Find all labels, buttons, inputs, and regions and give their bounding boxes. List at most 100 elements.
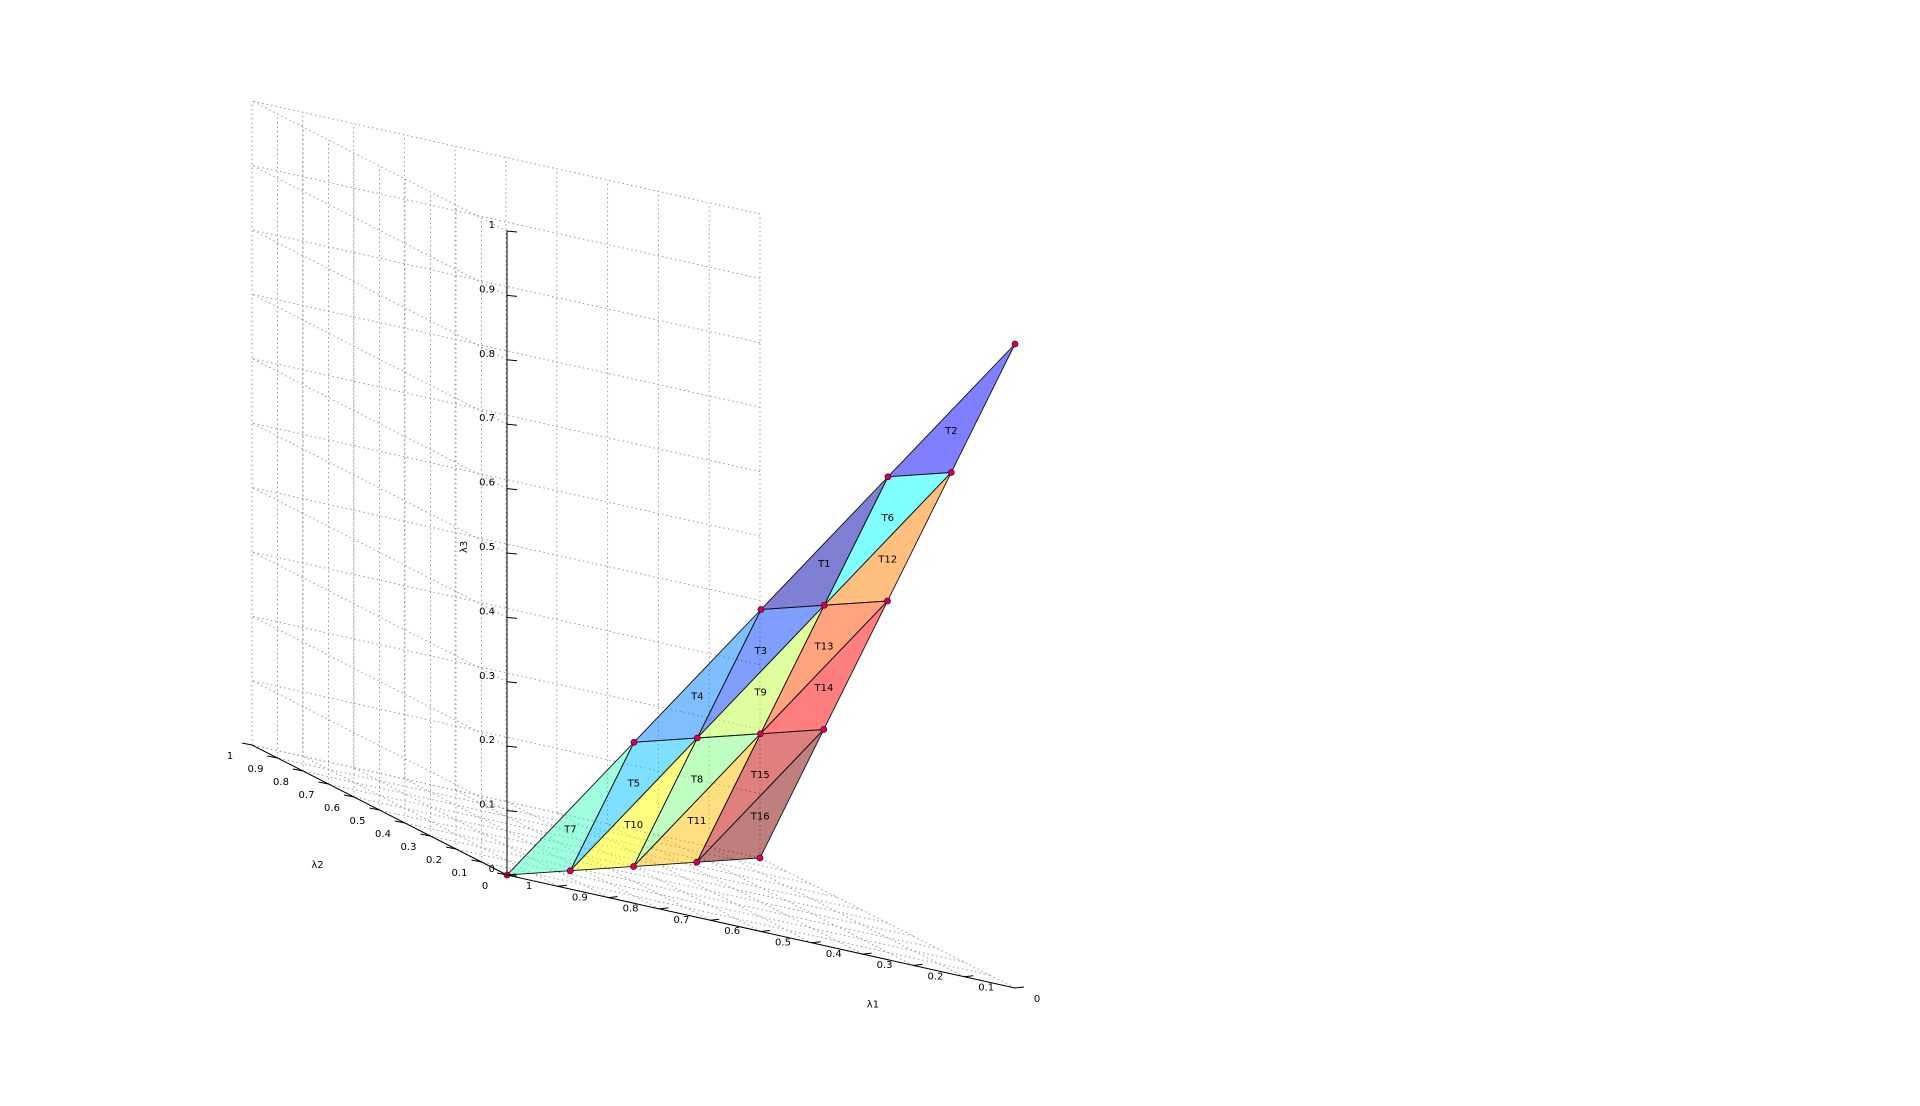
triangle-label: T5 — [627, 779, 640, 790]
grid-line — [328, 783, 837, 898]
y-tick — [445, 846, 457, 850]
grid-line — [251, 422, 508, 554]
z-tick-label: 0 — [489, 864, 495, 875]
grid-line — [302, 755, 559, 887]
z-tick — [506, 745, 518, 748]
grid-line — [708, 846, 965, 978]
triangle-label: T11 — [686, 816, 706, 827]
z-tick — [506, 294, 518, 297]
x-tick-label: 0.9 — [572, 892, 588, 903]
vertex-marker — [884, 473, 892, 481]
y-tick — [471, 859, 482, 863]
vertex-markers — [503, 340, 1019, 879]
x-tick — [710, 918, 720, 921]
y-tick-label: 1 — [227, 751, 233, 762]
triangle-label: T3 — [754, 646, 767, 657]
triangle-label: T4 — [690, 692, 703, 703]
y-tick-label: 0.9 — [248, 764, 264, 775]
grid-line — [759, 857, 1016, 989]
z-axis-label: λ3 — [459, 541, 470, 553]
z-tick-label: 1 — [489, 220, 495, 231]
x-tick-label: 0.5 — [775, 938, 791, 949]
x-tick — [913, 963, 923, 966]
y-tick-label: 0 — [482, 881, 488, 892]
triangle-label: T10 — [623, 820, 643, 831]
y-tick — [318, 781, 329, 785]
x-tick — [608, 896, 618, 899]
triangle-label: T1 — [817, 559, 830, 570]
grid-line — [404, 822, 914, 937]
grid-line — [251, 551, 508, 683]
x-tick-label: 0.2 — [927, 971, 943, 982]
z-tick-label: 0.6 — [479, 478, 495, 489]
triangle-t16 — [695, 729, 825, 863]
z-tick-label: 0.4 — [479, 606, 495, 617]
y-tick — [420, 833, 431, 837]
z-tick — [506, 616, 518, 619]
vertex-marker — [630, 863, 637, 870]
grid-line — [430, 835, 939, 950]
x-tick — [760, 930, 771, 932]
y-tick — [394, 820, 406, 824]
grid-line — [251, 229, 508, 361]
x-tick — [659, 907, 669, 910]
grid-lines — [251, 100, 1016, 989]
z-tick — [506, 874, 518, 877]
x-tick-label: 0.4 — [826, 949, 842, 960]
z-tick-label: 0.1 — [479, 800, 495, 811]
x-tick-label: 0.7 — [673, 915, 689, 926]
z-tick — [506, 488, 518, 491]
y-tick-label: 0.6 — [324, 803, 340, 814]
grid-line — [353, 767, 609, 899]
y-tick-label: 0.2 — [426, 855, 442, 866]
y-tick-label: 0.4 — [375, 829, 391, 840]
vertex-marker — [566, 867, 574, 875]
vertex-marker — [820, 726, 828, 733]
triangle-label: T9 — [753, 687, 766, 698]
x-tick — [1014, 986, 1025, 989]
triangle-label: T7 — [563, 824, 576, 835]
y-tick — [267, 755, 278, 759]
triangle-label: T12 — [877, 555, 897, 566]
grid-line — [251, 293, 761, 408]
grid-line — [251, 486, 761, 601]
y-tick-label: 0.7 — [299, 790, 315, 801]
vertex-marker — [693, 734, 701, 742]
y-tick — [241, 742, 253, 746]
y-tick-label: 0.3 — [401, 842, 417, 853]
grid-line — [455, 848, 965, 963]
grid-line — [251, 100, 508, 232]
x-tick-label: 0 — [1034, 994, 1040, 1005]
grid-line — [404, 778, 660, 910]
triangles — [505, 343, 1016, 876]
x-tick-label: 0.3 — [877, 960, 893, 971]
grid-line — [251, 100, 761, 215]
vertex-marker — [820, 601, 828, 609]
grid-line — [251, 680, 508, 812]
vertex-marker — [1011, 340, 1019, 348]
x-axis-label: λ1 — [867, 1000, 879, 1011]
x-tick — [964, 975, 974, 978]
z-tick-label: 0.9 — [479, 284, 495, 295]
vertex-marker — [947, 469, 955, 476]
grid-line — [251, 293, 508, 425]
y-tick — [496, 872, 508, 876]
triangle-label: T13 — [814, 642, 834, 653]
z-tick — [506, 552, 518, 555]
x-tick-label: 1 — [526, 881, 532, 892]
z-tick — [506, 681, 518, 684]
z-tick — [506, 359, 518, 362]
grid-line — [251, 551, 761, 666]
z-tick-label: 0.3 — [479, 671, 495, 682]
y-tick — [343, 794, 355, 798]
y-tick-label: 0.5 — [350, 816, 366, 827]
z-tick-label: 0.8 — [479, 349, 495, 360]
axes — [251, 231, 1016, 989]
triangle-label: T2 — [944, 426, 957, 437]
grid-line — [481, 861, 990, 976]
vertex-marker — [757, 606, 765, 613]
y-tick — [369, 807, 380, 811]
